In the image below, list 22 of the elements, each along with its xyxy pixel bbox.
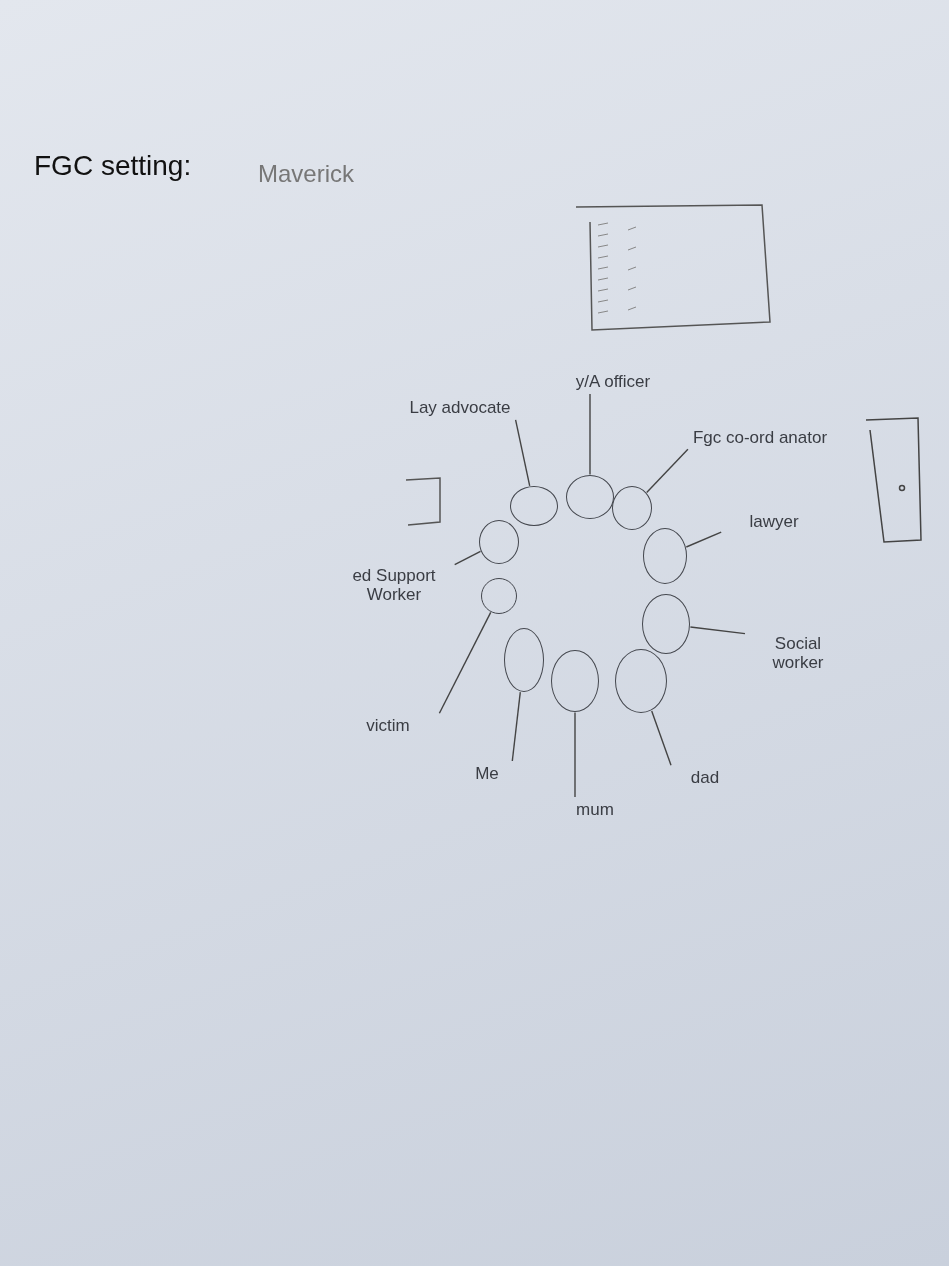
leader-line xyxy=(514,419,531,487)
seat-label: Social worker xyxy=(748,634,848,672)
seat-label: ed Support Worker xyxy=(336,566,452,604)
leader-line xyxy=(589,393,591,476)
seat-label: mum xyxy=(552,800,638,819)
leader-line xyxy=(454,550,482,566)
seat-label: dad xyxy=(672,768,738,787)
leader-line xyxy=(646,448,689,494)
seat-label: victim xyxy=(338,716,438,735)
seat-label: lawyer xyxy=(724,512,824,531)
title: FGC setting: xyxy=(34,150,192,182)
leader-line xyxy=(689,626,746,635)
handwritten-name: Maverick xyxy=(258,160,354,188)
leader-line xyxy=(574,711,576,798)
leader-line xyxy=(438,611,492,714)
leader-line xyxy=(511,691,521,762)
seat-label: Lay advocate xyxy=(405,398,515,417)
seat-label: Me xyxy=(462,764,512,783)
leader-line xyxy=(685,531,722,548)
seat-label: Fgc co-ord anator xyxy=(690,428,830,447)
leader-line xyxy=(651,710,672,766)
seat-label: y/A officer xyxy=(548,372,678,391)
